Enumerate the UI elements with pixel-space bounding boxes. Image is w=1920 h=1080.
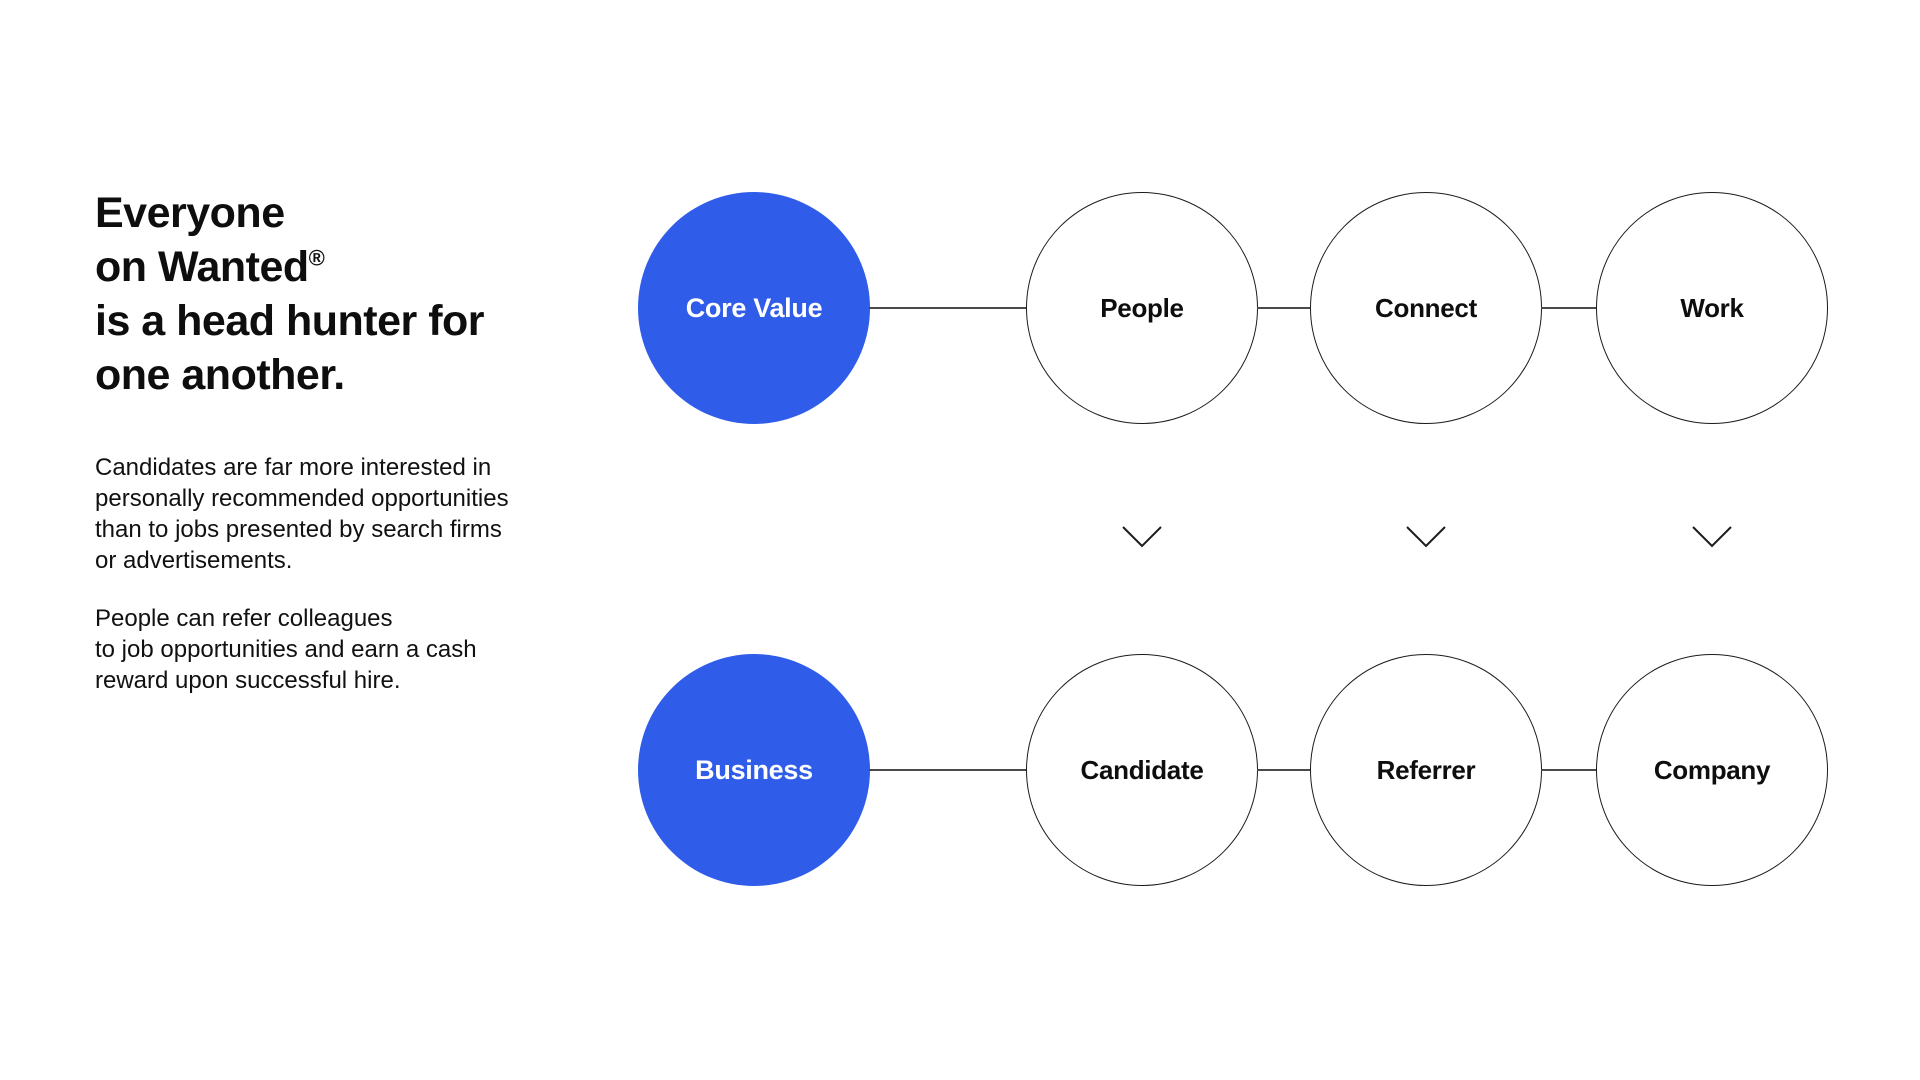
- connector-business-candidate: [869, 769, 1027, 771]
- node-work: Work: [1596, 192, 1828, 424]
- title-line-4: one another.: [95, 351, 345, 399]
- node-referrer-label: Referrer: [1376, 754, 1476, 785]
- intro-paragraph-1: Candidates are far more interested in pe…: [95, 454, 509, 574]
- chevron-down-icon: [1406, 526, 1446, 548]
- node-business: Business: [638, 654, 870, 886]
- node-core-value: Core Value: [638, 192, 870, 424]
- node-core-value-label: Core Value: [685, 292, 823, 323]
- connector-people-connect: [1257, 307, 1311, 309]
- node-referrer: Referrer: [1310, 654, 1542, 886]
- connector-candidate-referrer: [1257, 769, 1311, 771]
- node-work-label: Work: [1680, 292, 1744, 323]
- node-connect-label: Connect: [1375, 292, 1477, 323]
- intro-text-block: Everyone on Wanted® is a head hunter for…: [95, 186, 575, 723]
- chevron-down-icon: [1122, 526, 1162, 548]
- title-line-2: on Wanted: [95, 243, 309, 291]
- node-candidate-label: Candidate: [1080, 754, 1204, 785]
- chevron-down-icon: [1692, 526, 1732, 548]
- node-company: Company: [1596, 654, 1828, 886]
- node-company-label: Company: [1653, 754, 1771, 785]
- page-title: Everyone on Wanted® is a head hunter for…: [95, 186, 575, 402]
- registered-trademark-mark: ®: [308, 245, 325, 271]
- connector-core-value-people: [869, 307, 1027, 309]
- connector-referrer-company: [1541, 769, 1597, 771]
- node-connect: Connect: [1310, 192, 1542, 424]
- node-people-label: People: [1100, 292, 1184, 323]
- title-line-1: Everyone: [95, 189, 285, 237]
- connector-connect-work: [1541, 307, 1597, 309]
- title-line-3: is a head hunter for: [95, 297, 485, 345]
- node-people: People: [1026, 192, 1258, 424]
- node-candidate: Candidate: [1026, 654, 1258, 886]
- node-business-label: Business: [695, 754, 813, 785]
- intro-paragraph-2: People can refer colleagues to job oppor…: [95, 605, 477, 694]
